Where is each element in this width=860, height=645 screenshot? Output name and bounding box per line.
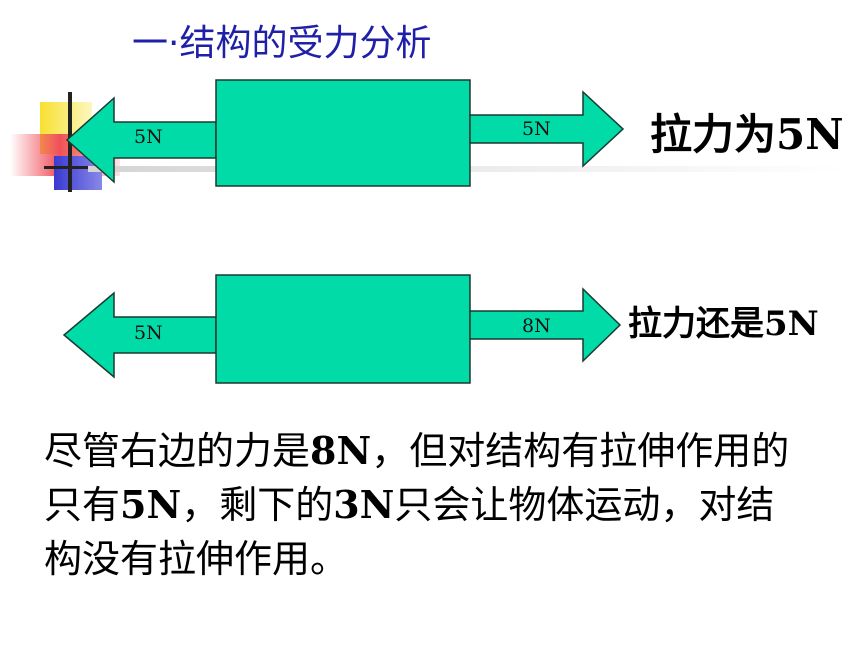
structure-block xyxy=(215,79,471,187)
explanation-text: 尽管右边的力是8N，但对结构有拉伸作用的只有5N，剩下的3N只会让物体运动，对结… xyxy=(44,424,804,586)
slide-title: 一·结构的受力分析 xyxy=(132,23,432,64)
diagram-2-left-force-label: 5N xyxy=(134,322,163,344)
note-part: 只会让物体运动，对结构没有拉伸作用。 xyxy=(44,483,775,581)
right-force-arrow xyxy=(469,287,622,363)
right-force-arrow xyxy=(469,90,625,168)
note-number: 8N xyxy=(310,428,372,473)
diagram-1-caption: 拉力为5N xyxy=(650,110,844,159)
note-part: 尽管右边的力是 xyxy=(44,429,311,473)
diagram-2 xyxy=(62,274,622,384)
left-force-arrow xyxy=(62,291,217,379)
diagram-1 xyxy=(65,79,625,187)
diagram-2-caption: 拉力还是5N xyxy=(628,304,819,344)
diagram-1-right-force-label: 5N xyxy=(522,118,551,140)
diagram-2-right-force-label: 8N xyxy=(522,315,551,337)
note-part: ，但对结构有拉伸作用的只有 xyxy=(44,429,790,527)
note-number: 5N xyxy=(120,482,182,527)
note-part: ，剩下的 xyxy=(181,483,334,527)
note-number: 3N xyxy=(333,482,395,527)
diagram-1-left-force-label: 5N xyxy=(134,126,163,148)
structure-block xyxy=(215,274,471,384)
left-force-arrow xyxy=(65,96,217,184)
